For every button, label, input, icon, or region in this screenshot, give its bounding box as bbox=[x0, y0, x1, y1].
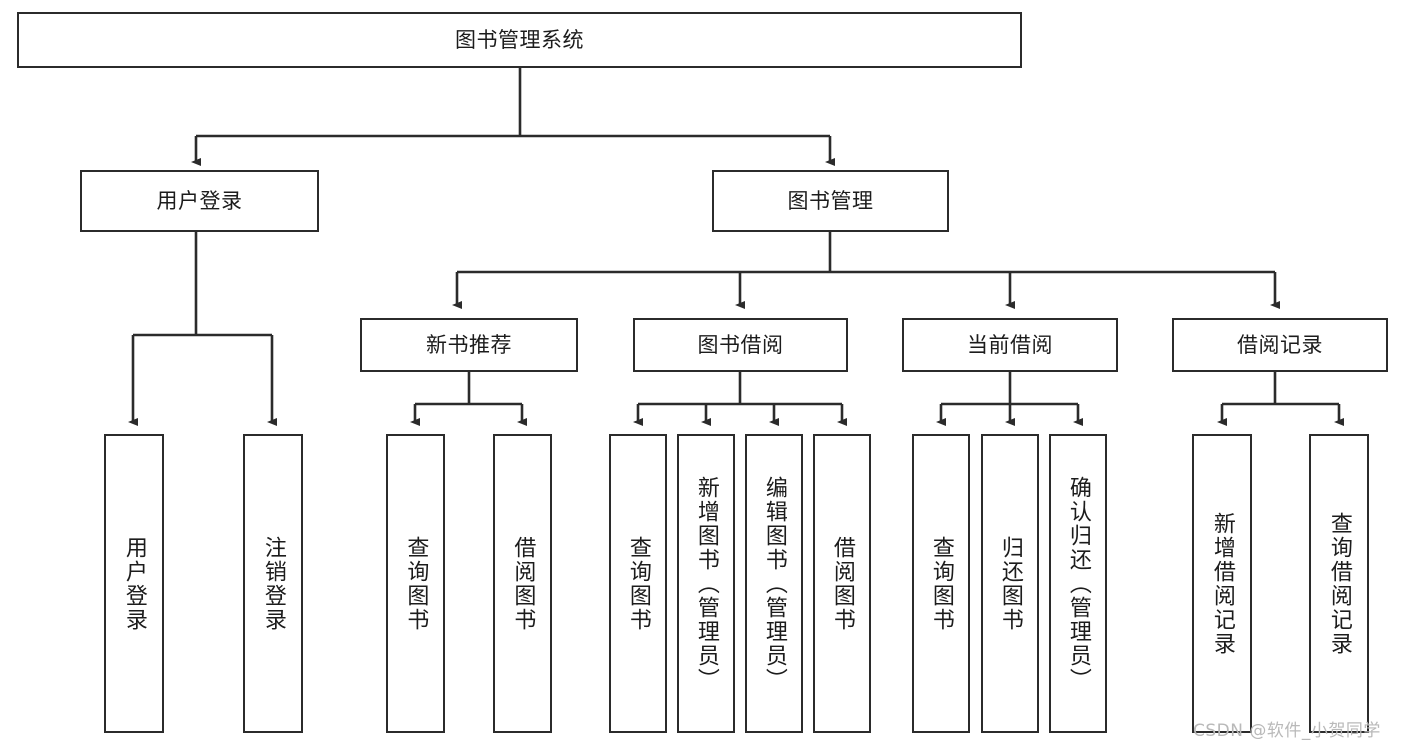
node-leaf-edit-book[interactable]: 编辑图书（管理员） bbox=[745, 434, 803, 733]
node-leaf-user-login[interactable]: 用户登录 bbox=[104, 434, 164, 733]
node-leaf-query-book-3[interactable]: 查询图书 bbox=[912, 434, 970, 733]
node-new-book-recommend-label: 新书推荐 bbox=[426, 332, 512, 357]
node-book-borrow-label: 图书借阅 bbox=[697, 332, 784, 357]
node-leaf-logout-login-label: 注销登录 bbox=[260, 535, 286, 632]
node-leaf-query-book-1-label: 查询图书 bbox=[403, 535, 429, 632]
node-leaf-add-book[interactable]: 新增图书（管理员） bbox=[677, 434, 735, 733]
csdn-watermark: CSDN @软件_小贺同学 bbox=[1193, 721, 1381, 741]
node-leaf-borrow-book-1[interactable]: 借阅图书 bbox=[493, 434, 552, 733]
node-root-system-label: 图书管理系统 bbox=[455, 27, 584, 52]
node-leaf-logout-login[interactable]: 注销登录 bbox=[243, 434, 303, 733]
node-book-manage[interactable]: 图书管理 bbox=[712, 170, 949, 232]
node-leaf-return-book-label: 归还图书 bbox=[997, 535, 1023, 632]
node-leaf-user-login-label: 用户登录 bbox=[121, 535, 147, 632]
node-leaf-query-book-1[interactable]: 查询图书 bbox=[386, 434, 445, 733]
node-borrow-record[interactable]: 借阅记录 bbox=[1172, 318, 1388, 372]
node-leaf-borrow-book-1-label: 借阅图书 bbox=[510, 535, 536, 632]
node-user-login-label: 用户登录 bbox=[156, 188, 243, 213]
node-leaf-confirm-return-label: 确认归还（管理员） bbox=[1065, 475, 1091, 692]
node-leaf-add-book-label: 新增图书（管理员） bbox=[693, 475, 719, 692]
node-leaf-return-book[interactable]: 归还图书 bbox=[981, 434, 1039, 733]
node-leaf-borrow-book-2-label: 借阅图书 bbox=[829, 535, 855, 632]
node-leaf-edit-book-label: 编辑图书（管理员） bbox=[761, 475, 787, 692]
node-leaf-query-borrow-record[interactable]: 查询借阅记录 bbox=[1309, 434, 1369, 733]
node-borrow-record-label: 借阅记录 bbox=[1237, 332, 1323, 357]
node-leaf-add-borrow-record[interactable]: 新增借阅记录 bbox=[1192, 434, 1252, 733]
node-leaf-query-book-3-label: 查询图书 bbox=[928, 535, 954, 632]
node-leaf-query-book-2[interactable]: 查询图书 bbox=[609, 434, 667, 733]
node-book-manage-label: 图书管理 bbox=[787, 188, 874, 213]
node-current-borrow-label: 当前借阅 bbox=[967, 332, 1053, 357]
node-leaf-confirm-return[interactable]: 确认归还（管理员） bbox=[1049, 434, 1107, 733]
node-new-book-recommend[interactable]: 新书推荐 bbox=[360, 318, 578, 372]
node-user-login[interactable]: 用户登录 bbox=[80, 170, 319, 232]
node-leaf-query-borrow-record-label: 查询借阅记录 bbox=[1326, 511, 1352, 656]
node-leaf-add-borrow-record-label: 新增借阅记录 bbox=[1209, 511, 1235, 656]
node-book-borrow[interactable]: 图书借阅 bbox=[633, 318, 848, 372]
node-leaf-borrow-book-2[interactable]: 借阅图书 bbox=[813, 434, 871, 733]
node-current-borrow[interactable]: 当前借阅 bbox=[902, 318, 1118, 372]
node-root-system[interactable]: 图书管理系统 bbox=[17, 12, 1022, 68]
node-leaf-query-book-2-label: 查询图书 bbox=[625, 535, 651, 632]
